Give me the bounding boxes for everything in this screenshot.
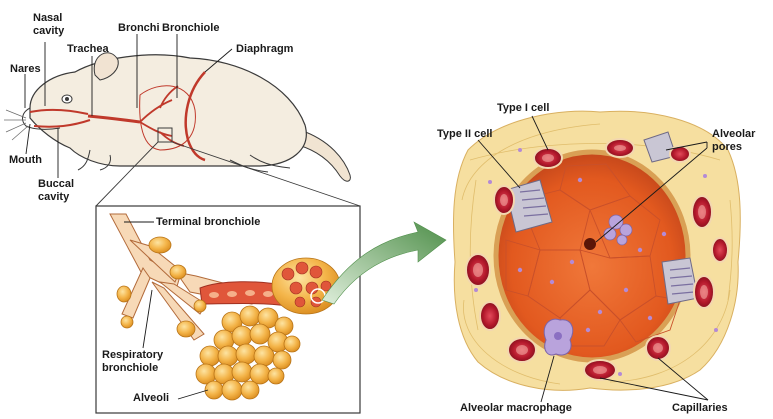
label-type-ii-cell: Type II cell	[437, 128, 493, 140]
label-alveolar-macrophage: Alveolar macrophage	[460, 402, 572, 414]
lung-outline	[139, 85, 196, 151]
rodent-leader-lines	[24, 34, 233, 178]
label-nares: Nares	[10, 63, 41, 75]
label-nasal-cavity: Nasal cavity	[33, 12, 65, 37]
alveolar-sac-cut	[271, 257, 341, 315]
label-terminal-bronchiole: Terminal bronchiole	[156, 216, 261, 228]
label-type-i-cell: Type I cell	[497, 102, 550, 114]
zoom-lines	[95, 141, 361, 207]
alveoli-panel	[95, 205, 361, 414]
alveoli-buds	[116, 236, 207, 338]
bronchi	[139, 85, 185, 147]
alveolus-leader-lines	[477, 115, 709, 403]
label-bronchi: Bronchi	[118, 22, 160, 34]
label-buccal-cavity: Buccal cavity	[38, 178, 75, 203]
rodent-snout	[22, 107, 61, 130]
alveolus-cross-section	[452, 110, 741, 391]
rodent-body	[29, 54, 307, 167]
label-diaphragm: Diaphragm	[236, 43, 294, 55]
alveoli-cluster	[195, 305, 301, 401]
alveolar-macrophage-cell	[543, 318, 574, 356]
label-alveolar-pores: Alveolar pores	[712, 128, 756, 153]
label-capillaries: Capillaries	[672, 402, 728, 414]
capillary-centers	[473, 145, 708, 374]
cut-bronchiole-spots	[209, 290, 273, 298]
alveolar-pore	[584, 238, 596, 250]
whiskers	[4, 109, 29, 141]
central-macrophage	[603, 214, 633, 246]
label-alveoli: Alveoli	[133, 392, 170, 404]
label-trachea: Trachea	[67, 43, 109, 55]
nasal-passage	[29, 108, 89, 115]
buccal-passage	[33, 119, 91, 128]
rodent-front-leg	[77, 149, 111, 171]
zoom-arrow	[321, 221, 447, 305]
label-mouth: Mouth	[9, 154, 42, 166]
trachea	[87, 114, 141, 124]
panel-leader-lines	[124, 221, 209, 400]
diaphragm	[184, 71, 206, 162]
rodent-tail	[297, 129, 351, 182]
rodent-ear	[93, 52, 119, 81]
label-respiratory-bronchiole: Respiratory bronchiole	[102, 349, 164, 374]
type-ii-cell-left	[505, 179, 553, 233]
lung-zoom-marker	[157, 127, 173, 143]
alveolus-lumen	[493, 149, 691, 363]
rodent-illustration	[4, 52, 351, 182]
label-bronchiole: Bronchiole	[162, 22, 220, 34]
